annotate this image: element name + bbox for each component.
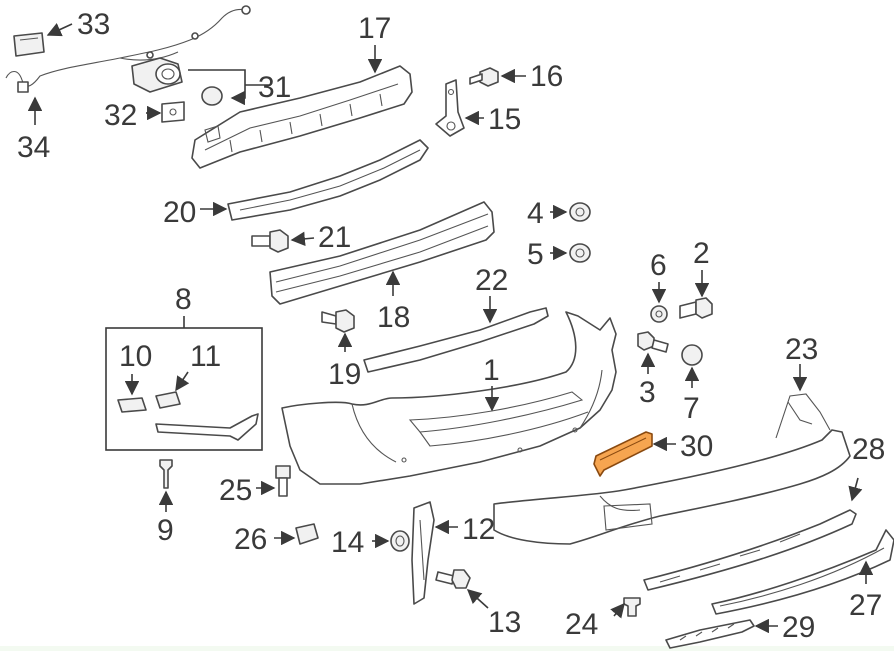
part-15-bracket xyxy=(435,79,465,137)
part-17-absorber xyxy=(191,65,413,169)
part-26-clip xyxy=(295,523,319,545)
part-16-bolt xyxy=(469,67,499,87)
part-22-strip xyxy=(363,307,549,373)
leader-31 xyxy=(188,69,246,106)
callout-16: 16 xyxy=(530,60,563,93)
callout-8: 8 xyxy=(175,283,192,316)
callout-29: 29 xyxy=(782,611,815,644)
callout-30: 30 xyxy=(680,430,713,463)
callout-9: 9 xyxy=(157,514,174,547)
callout-4: 4 xyxy=(527,197,544,230)
callout-5: 5 xyxy=(527,238,544,271)
callout-10: 10 xyxy=(119,340,152,373)
callout-21: 21 xyxy=(318,221,351,254)
part-8-bracket xyxy=(155,413,259,441)
part-33-module xyxy=(13,32,45,57)
callout-22: 22 xyxy=(475,264,508,297)
part-31-sensor xyxy=(131,57,223,106)
callout-1: 1 xyxy=(483,354,500,387)
callout-11: 11 xyxy=(190,340,221,373)
callout-32: 32 xyxy=(104,99,137,132)
part-11-clip xyxy=(155,391,181,409)
part-20-bar xyxy=(227,139,429,221)
part-30-bracket-highlighted xyxy=(593,431,653,477)
part-6-washer xyxy=(650,305,668,323)
callout-23: 23 xyxy=(785,333,818,366)
part-5-nut xyxy=(569,243,591,263)
callout-6: 6 xyxy=(650,249,667,282)
callout-27: 27 xyxy=(849,589,882,622)
leader-33 xyxy=(46,23,73,37)
callout-12: 12 xyxy=(462,513,495,546)
callout-31: 31 xyxy=(258,71,291,104)
part-13-bolt xyxy=(435,569,471,589)
callout-3: 3 xyxy=(639,376,656,409)
callout-26: 26 xyxy=(234,523,267,556)
callout-20: 20 xyxy=(163,196,196,229)
callout-24: 24 xyxy=(565,608,598,641)
part-19-bolt xyxy=(321,309,355,333)
callout-7: 7 xyxy=(683,392,700,425)
leader-24 xyxy=(610,602,625,619)
group-box-8 xyxy=(105,327,263,451)
part-12-bracket xyxy=(411,501,435,605)
part-32-pad xyxy=(161,101,185,123)
callout-14: 14 xyxy=(331,526,364,559)
part-4-nut xyxy=(569,202,591,222)
callout-13: 13 xyxy=(488,606,521,639)
part-23-lower-bumper xyxy=(493,393,851,545)
part-2-bolt xyxy=(679,297,713,319)
part-27-diffuser xyxy=(711,529,894,615)
callout-17: 17 xyxy=(358,12,391,45)
leader-11 xyxy=(175,371,190,392)
part-18-beam xyxy=(269,201,495,305)
part-10-clip xyxy=(117,397,147,413)
callout-34: 34 xyxy=(17,131,50,164)
bottom-band xyxy=(0,646,894,651)
callout-25: 25 xyxy=(219,474,252,507)
callout-33: 33 xyxy=(77,8,110,41)
callout-19: 19 xyxy=(328,358,361,391)
callout-18: 18 xyxy=(377,301,410,334)
part-9-pin xyxy=(159,459,173,489)
callout-2: 2 xyxy=(693,237,710,270)
part-34-harness xyxy=(5,5,251,93)
callout-28: 28 xyxy=(852,433,885,466)
callout-15: 15 xyxy=(488,103,521,136)
part-1-bumper-cover xyxy=(281,311,617,485)
leader-28 xyxy=(848,477,863,502)
part-25-bolt xyxy=(275,465,291,497)
leader-13 xyxy=(466,589,489,609)
part-7-plug xyxy=(681,344,703,366)
part-21-bolt xyxy=(251,229,289,253)
part-29-molding xyxy=(665,619,755,649)
part-28-trim xyxy=(643,509,857,591)
leader-21 xyxy=(290,231,315,246)
part-14-grommet xyxy=(390,530,410,552)
part-24-pin xyxy=(623,597,641,617)
part-3-bolt xyxy=(637,331,669,353)
